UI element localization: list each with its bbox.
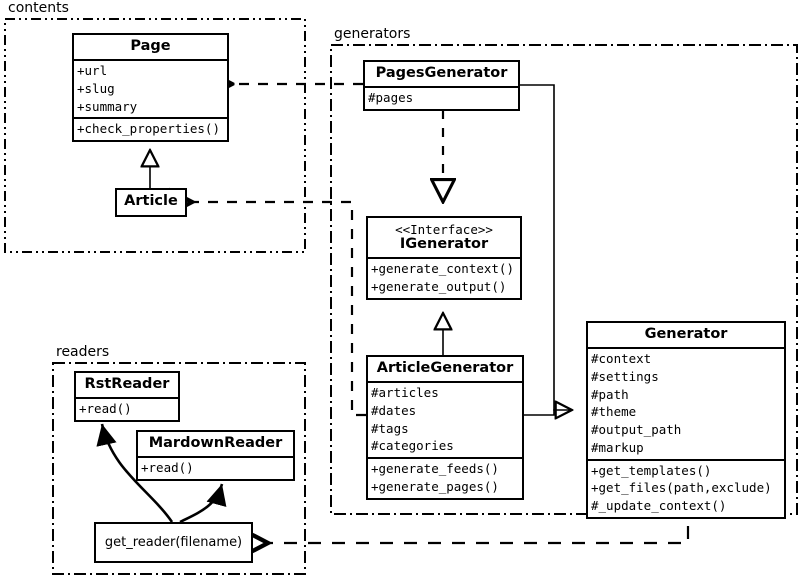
attribute-row: +url: [77, 63, 108, 79]
class-box-igenerator[interactable]: <<Interface>> IGenerator +generate_conte…: [366, 216, 522, 300]
connector-getreader-to-mardownreader: [179, 483, 227, 524]
attribute-row: +slug: [77, 80, 115, 96]
operation-row: +get_files(path,exclude): [591, 480, 772, 496]
class-name-igenerator-text: IGenerator: [399, 236, 489, 253]
connector-generator-to-getreader: [268, 502, 690, 543]
operation-row: +generate_feeds(): [371, 461, 499, 477]
attribute-row: #dates: [371, 402, 417, 418]
attribute-row: #categories: [371, 438, 454, 454]
class-box-mardownreader[interactable]: MardownReader +read(): [136, 430, 295, 481]
class-box-article[interactable]: Article: [115, 188, 187, 217]
class-operations-igenerator: +generate_context() +generate_output(): [368, 257, 520, 298]
class-box-pagesgenerator[interactable]: PagesGenerator #pages: [363, 60, 520, 111]
class-name-pagesgenerator: PagesGenerator: [375, 65, 508, 81]
class-box-page[interactable]: Page +url +slug +summary +check_properti…: [72, 33, 229, 143]
class-operations-mardownreader: +read(): [138, 456, 293, 479]
attribute-row: #tags: [371, 420, 409, 436]
attribute-row: #markup: [591, 439, 644, 455]
package-label-contents: contents: [6, 0, 71, 16]
package-label-readers: readers: [54, 344, 112, 360]
class-name-rstreader: RstReader: [84, 376, 170, 392]
function-box-get-reader[interactable]: get_reader(filename): [94, 522, 253, 563]
attribute-row: #theme: [591, 404, 637, 420]
class-name-mardownreader: MardownReader: [148, 435, 283, 451]
connector-getreader-to-rstreader: [96, 423, 174, 523]
attribute-row: #articles: [371, 385, 439, 401]
function-name-get-reader: get_reader(filename): [104, 535, 243, 550]
operation-row: +read(): [141, 460, 194, 476]
class-operations-generator: +get_templates() +get_files(path,exclude…: [588, 458, 784, 517]
operation-row: +generate_context(): [371, 261, 514, 277]
class-attributes-articlegenerator: #articles #dates #tags #categories: [368, 381, 522, 457]
class-box-articlegenerator[interactable]: ArticleGenerator #articles #dates #tags …: [366, 355, 524, 500]
attribute-row: #pages: [368, 90, 414, 106]
connector-articlegenerator-to-article: [192, 202, 366, 417]
package-border-readers: [52, 362, 306, 575]
class-operations-rstreader: +read(): [76, 397, 178, 420]
class-operations-articlegenerator: +generate_feeds() +generate_pages(): [368, 457, 522, 498]
attribute-row: #context: [591, 351, 652, 367]
class-operations-page: +check_properties(): [74, 117, 227, 140]
operation-row: #_update_context(): [591, 498, 727, 514]
class-name-article: Article: [124, 193, 178, 209]
attribute-row: #path: [591, 386, 629, 402]
class-attributes-pagesgenerator: #pages: [365, 86, 518, 109]
attribute-row: #output_path: [591, 422, 682, 438]
class-attributes-generator: #context #settings #path #theme #output_…: [588, 347, 784, 459]
connector-articlegenerator-to-generator: [524, 409, 572, 416]
operation-row: +get_templates(): [591, 462, 712, 478]
package-border-generators: [330, 44, 798, 515]
class-name-generator: Generator: [644, 326, 728, 342]
package-label-generators: generators: [332, 26, 413, 42]
connector-pagesgenerator-to-generator: [519, 84, 572, 410]
attribute-row: #settings: [591, 368, 659, 384]
class-name-page: Page: [130, 38, 171, 54]
class-box-generator[interactable]: Generator #context #settings #path #them…: [586, 321, 786, 519]
class-attributes-page: +url +slug +summary: [74, 59, 227, 117]
operation-row: +check_properties(): [77, 121, 220, 137]
operation-row: +generate_output(): [371, 279, 507, 295]
class-box-rstreader[interactable]: RstReader +read(): [74, 371, 180, 422]
package-border-contents: [4, 18, 306, 253]
class-name-igenerator: <<Interface>> IGenerator: [368, 218, 520, 257]
operation-row: +read(): [79, 401, 132, 417]
class-name-articlegenerator: ArticleGenerator: [376, 360, 514, 376]
attribute-row: +summary: [77, 98, 138, 114]
class-stereotype-igenerator: <<Interface>>: [395, 222, 493, 237]
operation-row: +generate_pages(): [371, 478, 499, 494]
